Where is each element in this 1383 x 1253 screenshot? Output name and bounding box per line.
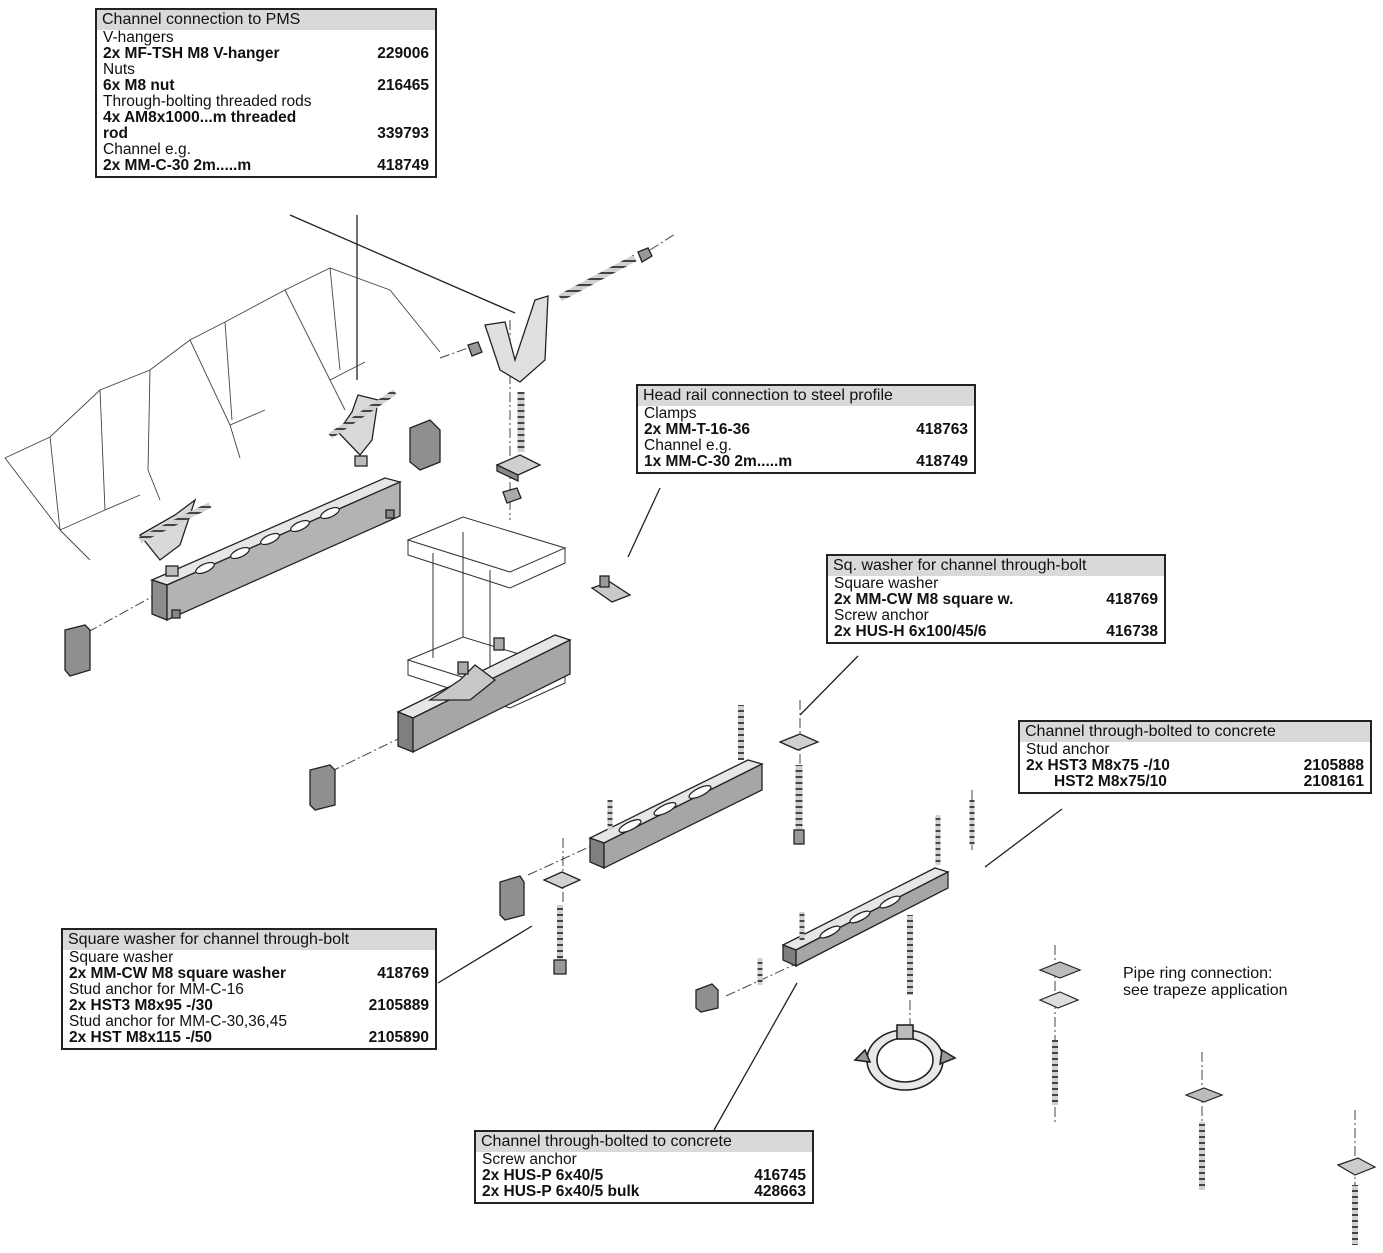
part-code: 418769 (377, 965, 429, 982)
pipe-note-line2: see trapeze application (1123, 982, 1288, 999)
box-title: Channel through-bolted to concrete (1020, 722, 1370, 742)
category-label: Through-bolting threaded rods (103, 93, 312, 110)
pipe-note-line1: Pipe ring connection: (1123, 965, 1273, 982)
category-label: Screw anchor (482, 1151, 577, 1168)
part-code: 418763 (916, 421, 968, 438)
category-label: Nuts (103, 61, 135, 78)
leader-sq-washer (799, 655, 859, 716)
end-cap (499, 875, 525, 921)
pms-channel (138, 389, 402, 622)
part-code: 416738 (1106, 623, 1158, 640)
part-row: 4x AM8x1000...m threaded (103, 109, 297, 126)
leader-concrete-screw (713, 982, 798, 1131)
box-title: Channel through-bolted to concrete (476, 1132, 812, 1152)
leader-concrete-stud (984, 808, 1063, 868)
category-label: Clamps (644, 405, 697, 422)
box-pms-connection: Channel connection to PMS V-hangers 2x M… (95, 8, 437, 178)
end-cap (409, 419, 441, 471)
category-label: Stud anchor (1026, 741, 1110, 758)
box-square-washer: Square washer for channel through-bolt S… (61, 928, 437, 1050)
part-code: 418749 (377, 157, 429, 174)
leader-steel (627, 487, 661, 558)
end-cap (695, 983, 719, 1013)
end-caps (64, 419, 719, 1013)
end-cap (309, 764, 336, 811)
steel-channel (396, 575, 632, 754)
box-concrete-stud: Channel through-bolted to concrete Stud … (1018, 720, 1372, 794)
category-label: Channel e.g. (644, 437, 732, 454)
category-label: Channel e.g. (103, 141, 191, 158)
part-code: 339793 (377, 125, 429, 142)
screw-anchor-channel (542, 705, 820, 975)
part-code: 418769 (1106, 591, 1158, 608)
pipe-ring-note: Pipe ring connection: see trapeze applic… (1123, 965, 1288, 999)
part-code: 2105890 (368, 1029, 429, 1046)
box-title: Sq. washer for channel through-bolt (828, 556, 1164, 576)
box-title: Channel connection to PMS (97, 10, 435, 30)
leader-pms-right (289, 214, 516, 314)
category-label: Stud anchor for MM-C-16 (69, 981, 244, 998)
category-label: Square washer (834, 575, 939, 592)
box-title: Head rail connection to steel profile (638, 386, 974, 406)
box-title: Square washer for channel through-bolt (63, 930, 435, 950)
leader-square-washer (437, 925, 533, 984)
category-label: Screw anchor (834, 607, 929, 624)
part-code: 428663 (754, 1183, 806, 1200)
box-sq-washer: Sq. washer for channel through-bolt Squa… (826, 554, 1166, 644)
category-label: V-hangers (103, 29, 174, 46)
corrugated-profile (4, 267, 441, 561)
part-code: 416745 (754, 1167, 806, 1184)
end-cap (64, 624, 91, 677)
category-label: Square washer (69, 949, 174, 966)
part-code: 418749 (916, 453, 968, 470)
box-body: Square washer 2x MM-CW M8 square w.41876… (828, 576, 1164, 642)
part-code: 2105888 (1303, 757, 1364, 774)
part-row: 2x MM-CW M8 square w.418769 (834, 591, 1158, 608)
box-steel-connection: Head rail connection to steel profile Cl… (636, 384, 976, 474)
part-code: 216465 (377, 77, 429, 94)
part-code: 2108161 (1303, 773, 1364, 790)
stud-anchor-channel (757, 800, 975, 995)
trapeze-fittings (1038, 961, 1377, 1245)
v-hanger-detail (467, 247, 653, 504)
part-code: 229006 (377, 45, 429, 62)
part-code: 2105889 (368, 997, 429, 1014)
box-concrete-screw: Channel through-bolted to concrete Screw… (474, 1130, 814, 1204)
category-label: Stud anchor for MM-C-30,36,45 (69, 1013, 287, 1030)
leader-lines (289, 214, 1063, 1131)
pipe-ring (853, 1024, 957, 1091)
